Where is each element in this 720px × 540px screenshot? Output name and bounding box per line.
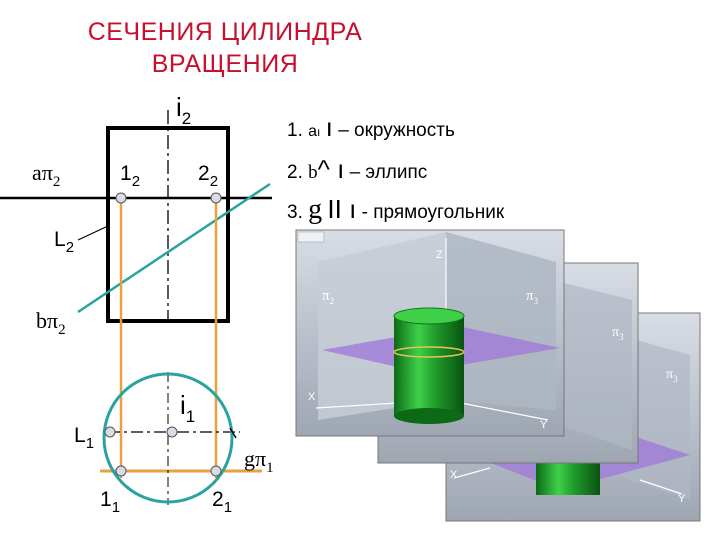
list-item-1-text: – окружность	[338, 120, 455, 141]
list-item-2-num: 2.	[287, 162, 303, 183]
title-line-1: СЕЧЕНИЯ ЦИЛИНДРА	[87, 18, 363, 46]
list-item-3-rel: II ı	[327, 194, 357, 224]
label-L1: L1	[74, 424, 94, 452]
leader-L2	[77, 225, 109, 241]
label-i1: i1	[180, 390, 195, 426]
panel1-x: X	[308, 391, 316, 403]
point-2-1	[210, 465, 222, 477]
panel1-pi3: π3	[526, 288, 539, 306]
label-a-pi2: aπ2	[32, 160, 60, 190]
panel2-pi3: π3	[612, 325, 624, 342]
list-item-1: 1. аı ı – окружность	[287, 112, 455, 143]
list-item-3-num: 3.	[287, 202, 303, 223]
list-item-2-text: – эллипс	[349, 162, 428, 183]
3d-panel-1: Z X Y π2 π3	[295, 229, 565, 437]
point-1-2	[115, 192, 127, 204]
point-L1	[104, 426, 116, 438]
list-item-3-text: - прямоугольник	[361, 202, 505, 223]
label-g-pi1: gπ1	[244, 446, 274, 476]
label-b-pi2: bπ2	[36, 308, 66, 338]
label-2-1: 21	[212, 488, 232, 516]
label-1-2: 12	[120, 162, 140, 190]
panel1-z: Z	[436, 249, 443, 261]
point-i1	[166, 426, 178, 438]
list-item-1-num: 1.	[287, 120, 303, 141]
list-item-2-sym: b	[308, 162, 318, 183]
title-line-2: ВРАЩЕНИЯ	[151, 50, 299, 78]
plane-b-trace	[77, 182, 271, 314]
panel3-y: Y	[678, 493, 686, 505]
panel1-pi2: π2	[322, 288, 334, 306]
list-item-1-sub: ı	[317, 125, 321, 139]
label-1-1: 11	[100, 488, 120, 516]
list-item-3-sym: g	[308, 194, 323, 225]
list-item-1-rel: ı	[325, 112, 333, 142]
list-item-1-sym: а	[308, 123, 318, 140]
point-1-1	[115, 465, 127, 477]
label-L2: L2	[54, 228, 74, 256]
label-i2: i2	[176, 92, 191, 128]
list-item-3: 3. g II ı - прямоугольник	[287, 194, 504, 226]
list-item-2-rel: ^ ı	[317, 154, 345, 184]
label-2-2: 22	[198, 162, 218, 190]
point-2-2	[210, 192, 222, 204]
panel3-x: X	[450, 469, 458, 481]
cylinder-3d	[394, 316, 464, 416]
list-item-2: 2. b^ ı – эллипс	[287, 154, 427, 185]
cylinder-top-view	[102, 372, 234, 504]
arrow-tick	[229, 427, 237, 439]
panel3-pi3: π3	[666, 367, 678, 384]
panel1-y: Y	[540, 419, 548, 431]
